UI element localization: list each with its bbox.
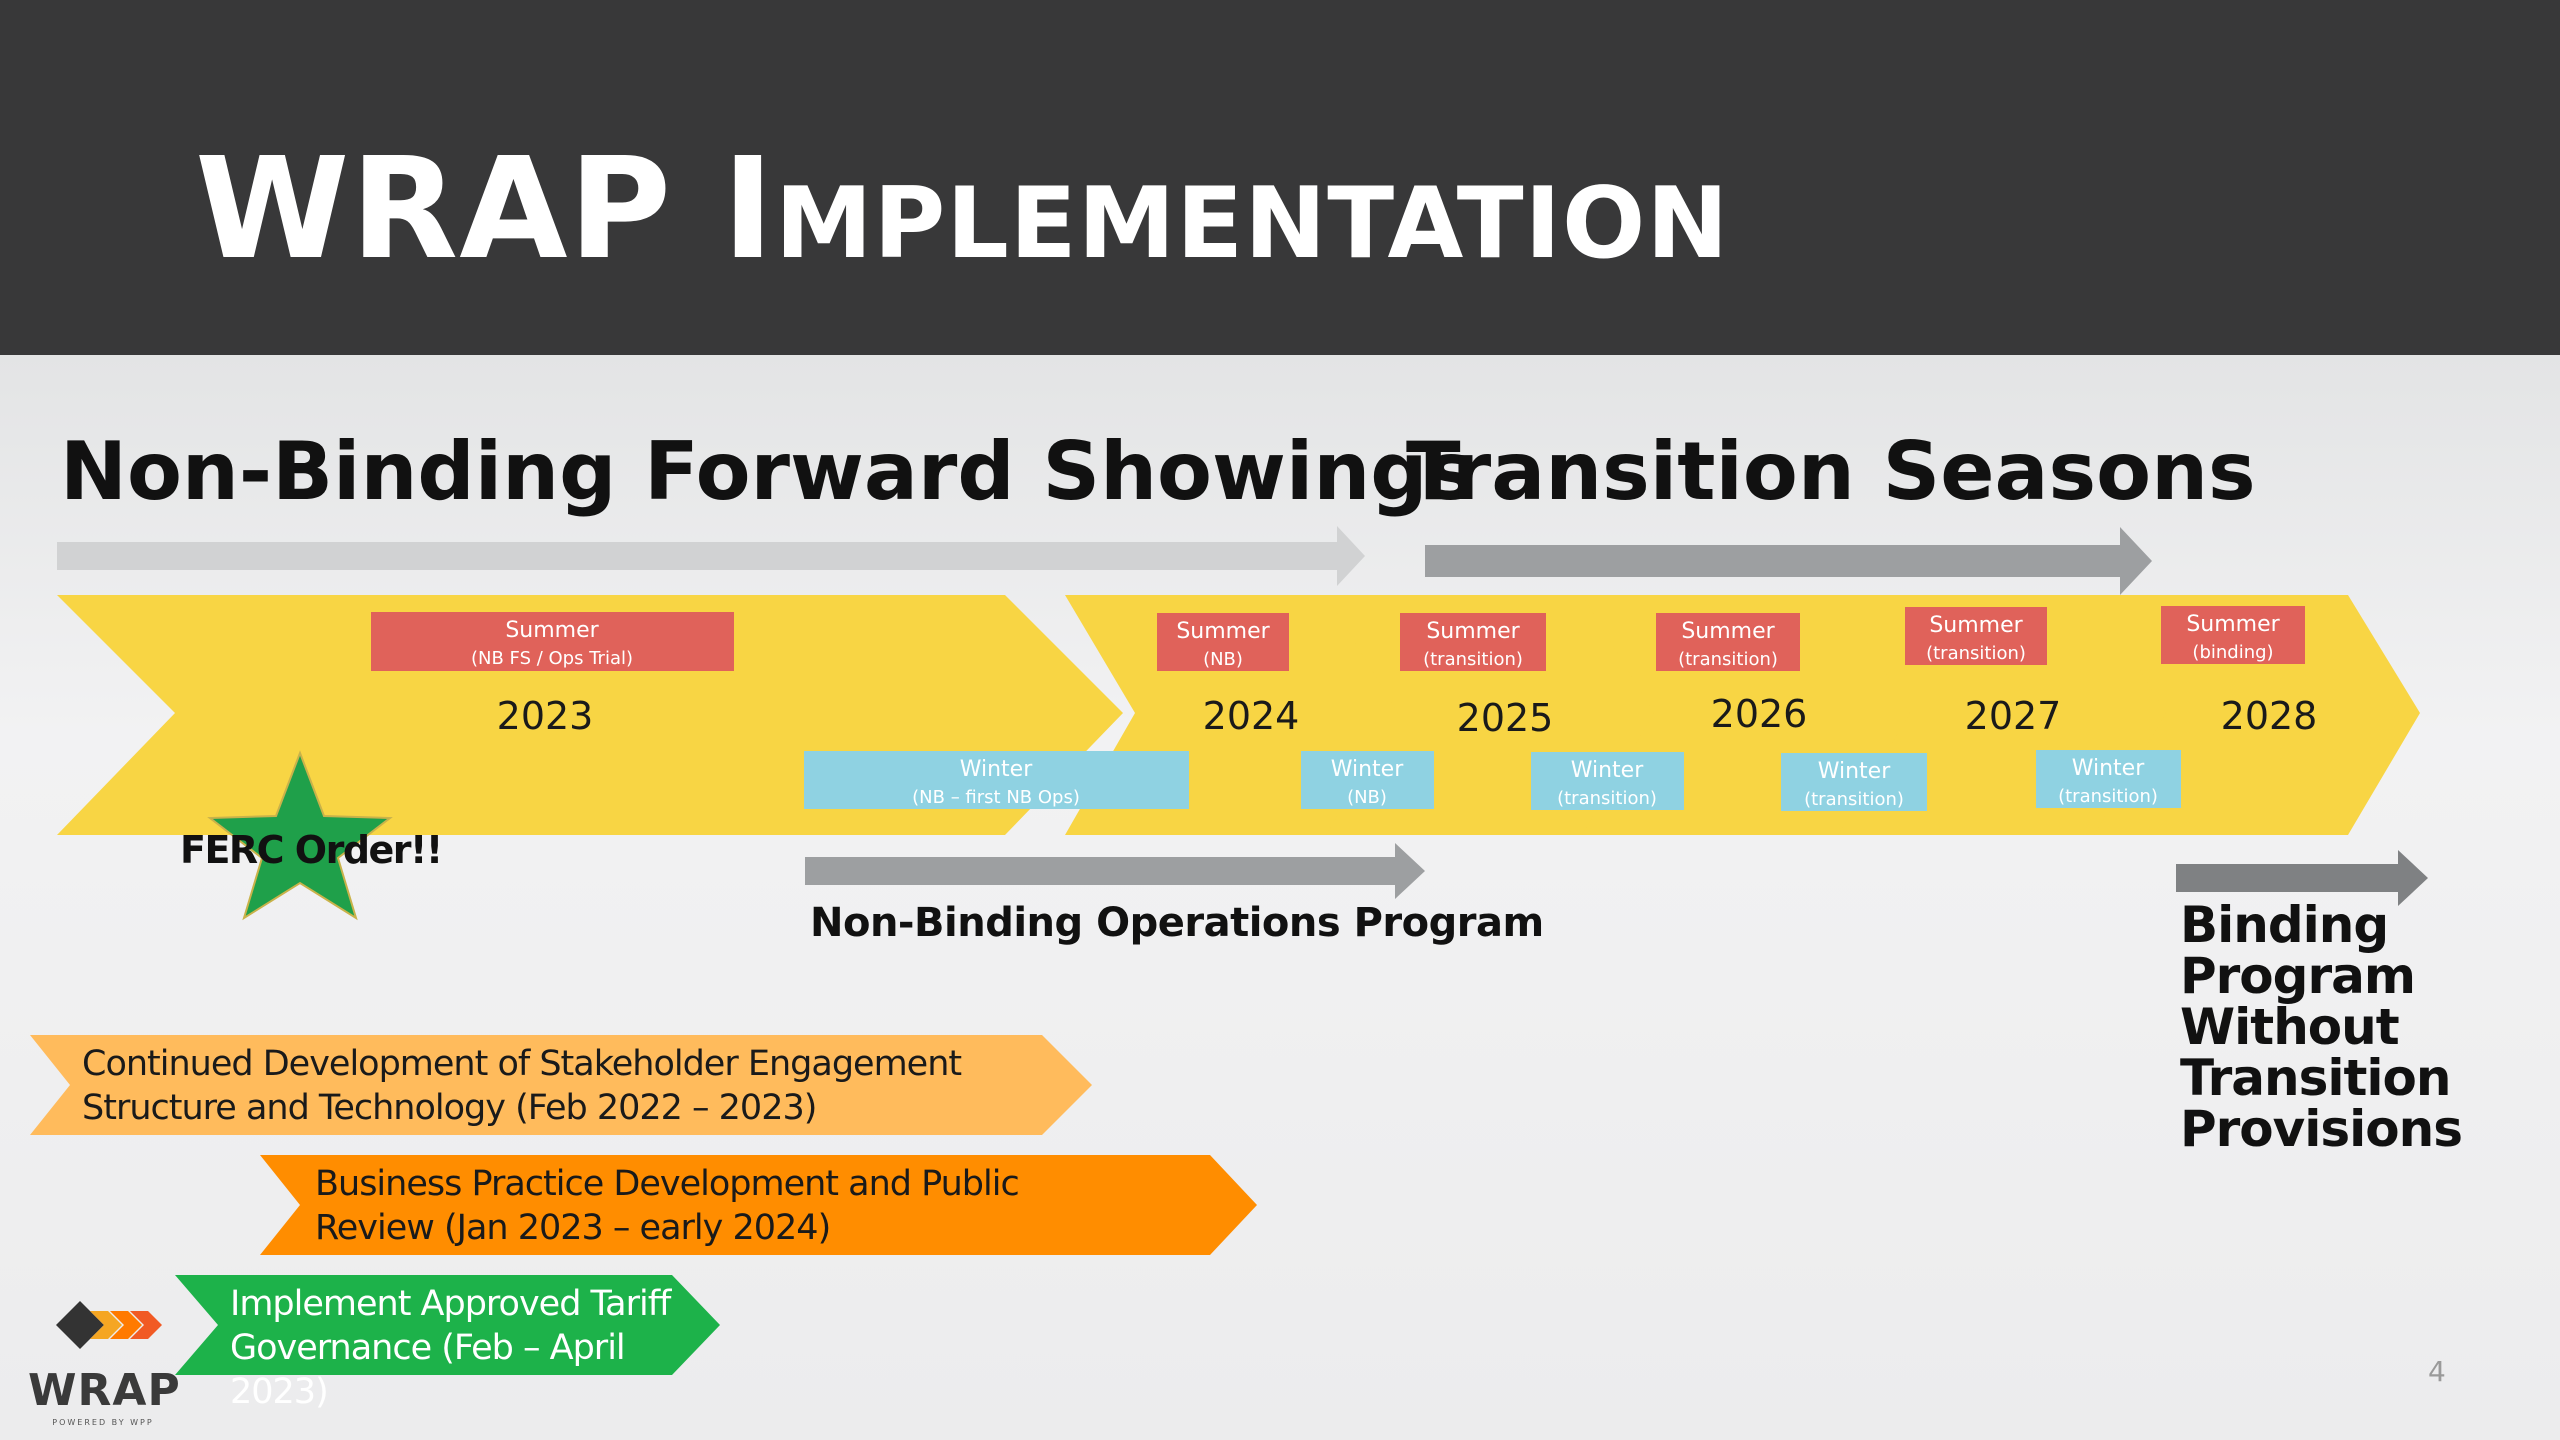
- summer-sub-2025: (transition): [1423, 649, 1523, 670]
- summer-box-2028: Summer (binding): [2161, 606, 2305, 664]
- winter-sub-2024: (NB): [1347, 787, 1387, 808]
- business-practice-bar: [260, 1155, 1257, 1255]
- summer-label-2023: Summer: [505, 618, 599, 643]
- winter-box-2024: Winter (NB): [1301, 751, 1434, 809]
- logo-wordmark: WRAP: [28, 1365, 181, 1416]
- winter-label-2023: Winter: [960, 757, 1033, 782]
- summer-box-2027: Summer (transition): [1905, 607, 2047, 665]
- winter-sub-2027: (transition): [2058, 786, 2158, 807]
- wrap-logo: WRAP POWERED BY WPP: [28, 1285, 181, 1435]
- summer-sub-2027: (transition): [1926, 643, 2026, 664]
- summer-sub-2026: (transition): [1678, 649, 1778, 670]
- year-2025: 2025: [1457, 696, 1554, 740]
- logo-tagline: POWERED BY WPP: [52, 1418, 154, 1427]
- stakeholder-engagement-text: Continued Development of Stakeholder Eng…: [82, 1044, 962, 1128]
- slide-body: [0, 355, 2560, 1440]
- logo-mark-icon: [56, 1301, 162, 1349]
- year-2026: 2026: [1711, 692, 1808, 736]
- tariff-governance-bar: [175, 1275, 720, 1375]
- winter-label-2027: Winter: [2072, 756, 2145, 781]
- winter-label-2024: Winter: [1331, 757, 1404, 782]
- year-2023: 2023: [497, 694, 594, 738]
- transition-seasons-arrow: [1425, 527, 2152, 595]
- winter-box-2027: Winter (transition): [2036, 750, 2181, 808]
- winter-box-2026: Winter (transition): [1781, 753, 1927, 811]
- transition-seasons-heading: Transition Seasons: [1406, 425, 2256, 518]
- winter-box-2025: Winter (transition): [1531, 752, 1684, 810]
- winter-label-2025: Winter: [1571, 758, 1644, 783]
- binding-program-label: Binding Program Without Transition Provi…: [2180, 896, 2463, 1158]
- summer-box-2024: Summer (NB): [1157, 613, 1289, 671]
- summer-label-2028: Summer: [2186, 612, 2280, 637]
- tariff-governance-text: Implement Approved Tariff Governance (Fe…: [230, 1284, 671, 1412]
- summer-sub-2024: (NB): [1203, 649, 1243, 670]
- ferc-star-icon: [207, 750, 393, 921]
- binding-program-arrow: [2176, 850, 2428, 906]
- year-2027: 2027: [1965, 694, 2062, 738]
- slide-title: WRAP Implementation: [195, 128, 1730, 291]
- summer-label-2027: Summer: [1929, 613, 2023, 638]
- winter-sub-2026: (transition): [1804, 789, 1904, 810]
- stakeholder-engagement-bar: [30, 1035, 1092, 1135]
- summer-box-2025: Summer (transition): [1400, 613, 1546, 671]
- ferc-order-label: FERC Order!!: [180, 828, 443, 872]
- title-bar: WRAP Implementation: [0, 0, 2560, 355]
- non-binding-forward-showings-arrow: [57, 526, 1365, 586]
- page-number: 4: [2428, 1355, 2446, 1388]
- winter-label-2026: Winter: [1818, 759, 1891, 784]
- non-binding-heading: Non-Binding Forward Showings: [60, 425, 1476, 518]
- summer-label-2025: Summer: [1426, 619, 1520, 644]
- year-2028: 2028: [2221, 694, 2318, 738]
- summer-box-2026: Summer (transition): [1656, 613, 1800, 671]
- winter-box-2023: Winter (NB – first NB Ops): [804, 751, 1189, 809]
- summer-sub-2023: (NB FS / Ops Trial): [471, 648, 633, 669]
- business-practice-text: Business Practice Development and Public…: [315, 1164, 1020, 1248]
- summer-label-2026: Summer: [1681, 619, 1775, 644]
- winter-sub-2023: (NB – first NB Ops): [912, 787, 1080, 808]
- summer-sub-2028: (binding): [2192, 642, 2273, 663]
- summer-label-2024: Summer: [1176, 619, 1270, 644]
- ops-program-label: Non-Binding Operations Program: [810, 900, 1544, 946]
- non-binding-operations-arrow: [805, 843, 1425, 899]
- summer-box-2023: Summer (NB FS / Ops Trial): [371, 612, 734, 671]
- winter-sub-2025: (transition): [1557, 788, 1657, 809]
- year-2024: 2024: [1203, 694, 1300, 738]
